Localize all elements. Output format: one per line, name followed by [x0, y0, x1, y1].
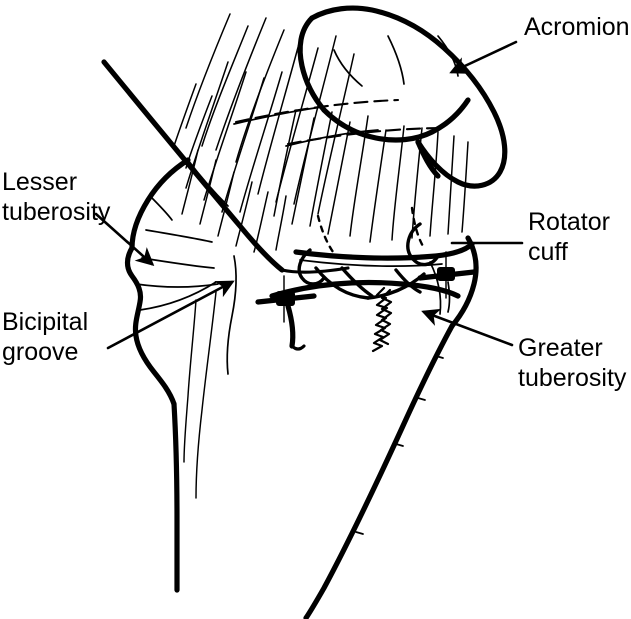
rotator-cuff-label-line1: Rotator — [528, 208, 610, 236]
greater-tuberosity — [303, 235, 479, 619]
suture-repair-construct — [255, 206, 477, 353]
hidden-suture-path — [316, 206, 426, 258]
humeral-head — [124, 157, 229, 593]
bicipital-groove-label-line2: groove — [2, 338, 78, 366]
acromion — [297, 5, 508, 189]
callout-acromion: Acromion — [449, 13, 630, 74]
suture-thread-second-strand — [378, 288, 393, 346]
greater-tuberosity-label-line2: tuberosity — [518, 364, 627, 392]
acromion-leader-line — [449, 40, 518, 74]
bicipital-groove-leader-line — [106, 280, 235, 350]
suture-anchor-right — [417, 251, 477, 313]
suture-anchor-left — [255, 275, 317, 351]
lesser-tuberosity-label-line2: tuberosity — [2, 198, 111, 226]
shaft-tick-marks — [355, 355, 444, 535]
bicipital-groove — [183, 255, 238, 499]
greater-tuberosity-leader-line — [421, 308, 514, 347]
rotator-cuff-tendon — [101, 13, 469, 274]
lesser-tuberosity-label-line1: Lesser — [2, 168, 77, 196]
rotator-cuff-label-line2: cuff — [528, 238, 568, 266]
greater-tuberosity-label-line1: Greater — [518, 334, 603, 362]
acromion-label: Acromion — [524, 13, 630, 41]
bicipital-groove-label-line1: Bicipital — [2, 308, 88, 336]
callout-rotator-cuff: Rotator cuff — [450, 208, 610, 266]
lesser-tuberosity-leader-line — [94, 212, 155, 267]
lesser-tuberosity — [135, 195, 219, 311]
callout-lesser-tuberosity: Lesser tuberosity — [2, 168, 155, 267]
callout-bicipital-groove: Bicipital groove — [2, 280, 235, 366]
callout-greater-tuberosity: Greater tuberosity — [421, 308, 627, 392]
